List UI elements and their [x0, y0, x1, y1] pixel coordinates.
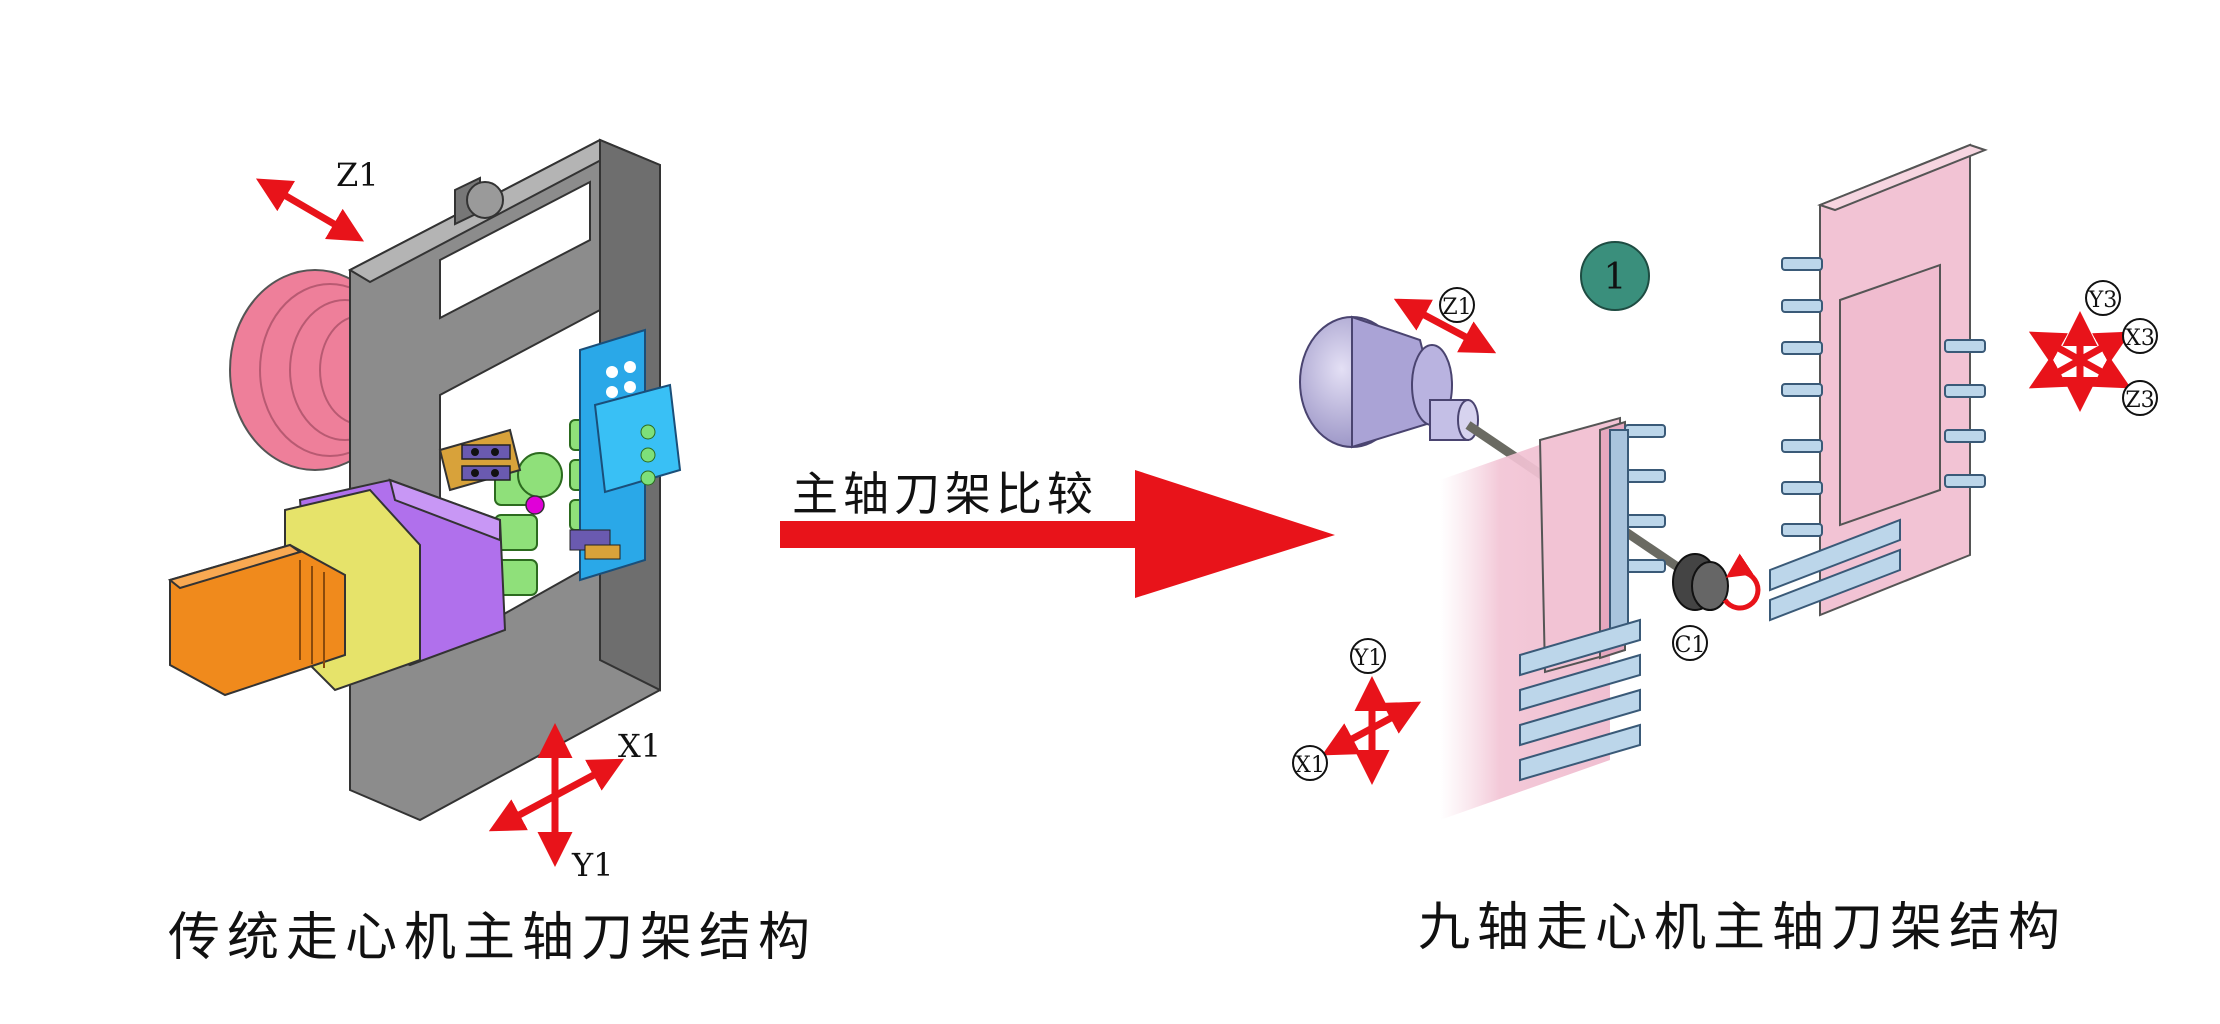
right-z1-label: Z1	[1442, 295, 1471, 320]
right-x1-y1-axes: Y1 X1	[1292, 638, 1422, 785]
left-x1-label: X1	[618, 727, 661, 765]
right-slide-tools	[1769, 257, 1986, 622]
step-badge-number: 1	[1604, 257, 1627, 298]
sub-spindle	[1672, 553, 1761, 611]
step-badge: 1	[1580, 241, 1650, 311]
left-slide-tools	[1519, 424, 1666, 782]
right-z1-axis: Z1	[1393, 287, 1497, 354]
right-z3-label: Z3	[2125, 388, 2154, 413]
left-z1-label: Z1	[336, 156, 379, 194]
comparison-arrow	[780, 470, 1335, 598]
left-z1-axis: Z1	[255, 156, 379, 242]
traditional-caption: 传统走心机主轴刀架结构	[168, 908, 818, 968]
nine-axis-caption: 九轴走心机主轴刀架结构	[1418, 898, 2068, 958]
tool-holder-top	[438, 428, 545, 515]
traditional-spindle-assembly	[167, 138, 682, 822]
right-c1-axis: C1	[1672, 625, 1708, 661]
right-c1-label: C1	[1675, 633, 1706, 658]
left-x1-y1-axes: X1 Y1	[488, 723, 661, 884]
blue-turret	[569, 328, 682, 582]
right-x3-y3-z3-axes: Y3 X3 Z3	[2028, 280, 2158, 416]
right-tool-slide	[1769, 143, 1988, 622]
right-x1-label: X1	[1295, 753, 1325, 778]
orange-motor	[167, 543, 346, 697]
left-y1-label: Y1	[571, 846, 613, 884]
nine-axis-assembly: 1	[1299, 143, 1988, 820]
comparison-label: 主轴刀架比较	[792, 467, 1098, 521]
right-y3-label: Y3	[2088, 288, 2118, 313]
right-y1-label: Y1	[1353, 646, 1383, 671]
left-tool-slide	[1440, 416, 1666, 820]
right-x3-label: X3	[2125, 326, 2155, 351]
